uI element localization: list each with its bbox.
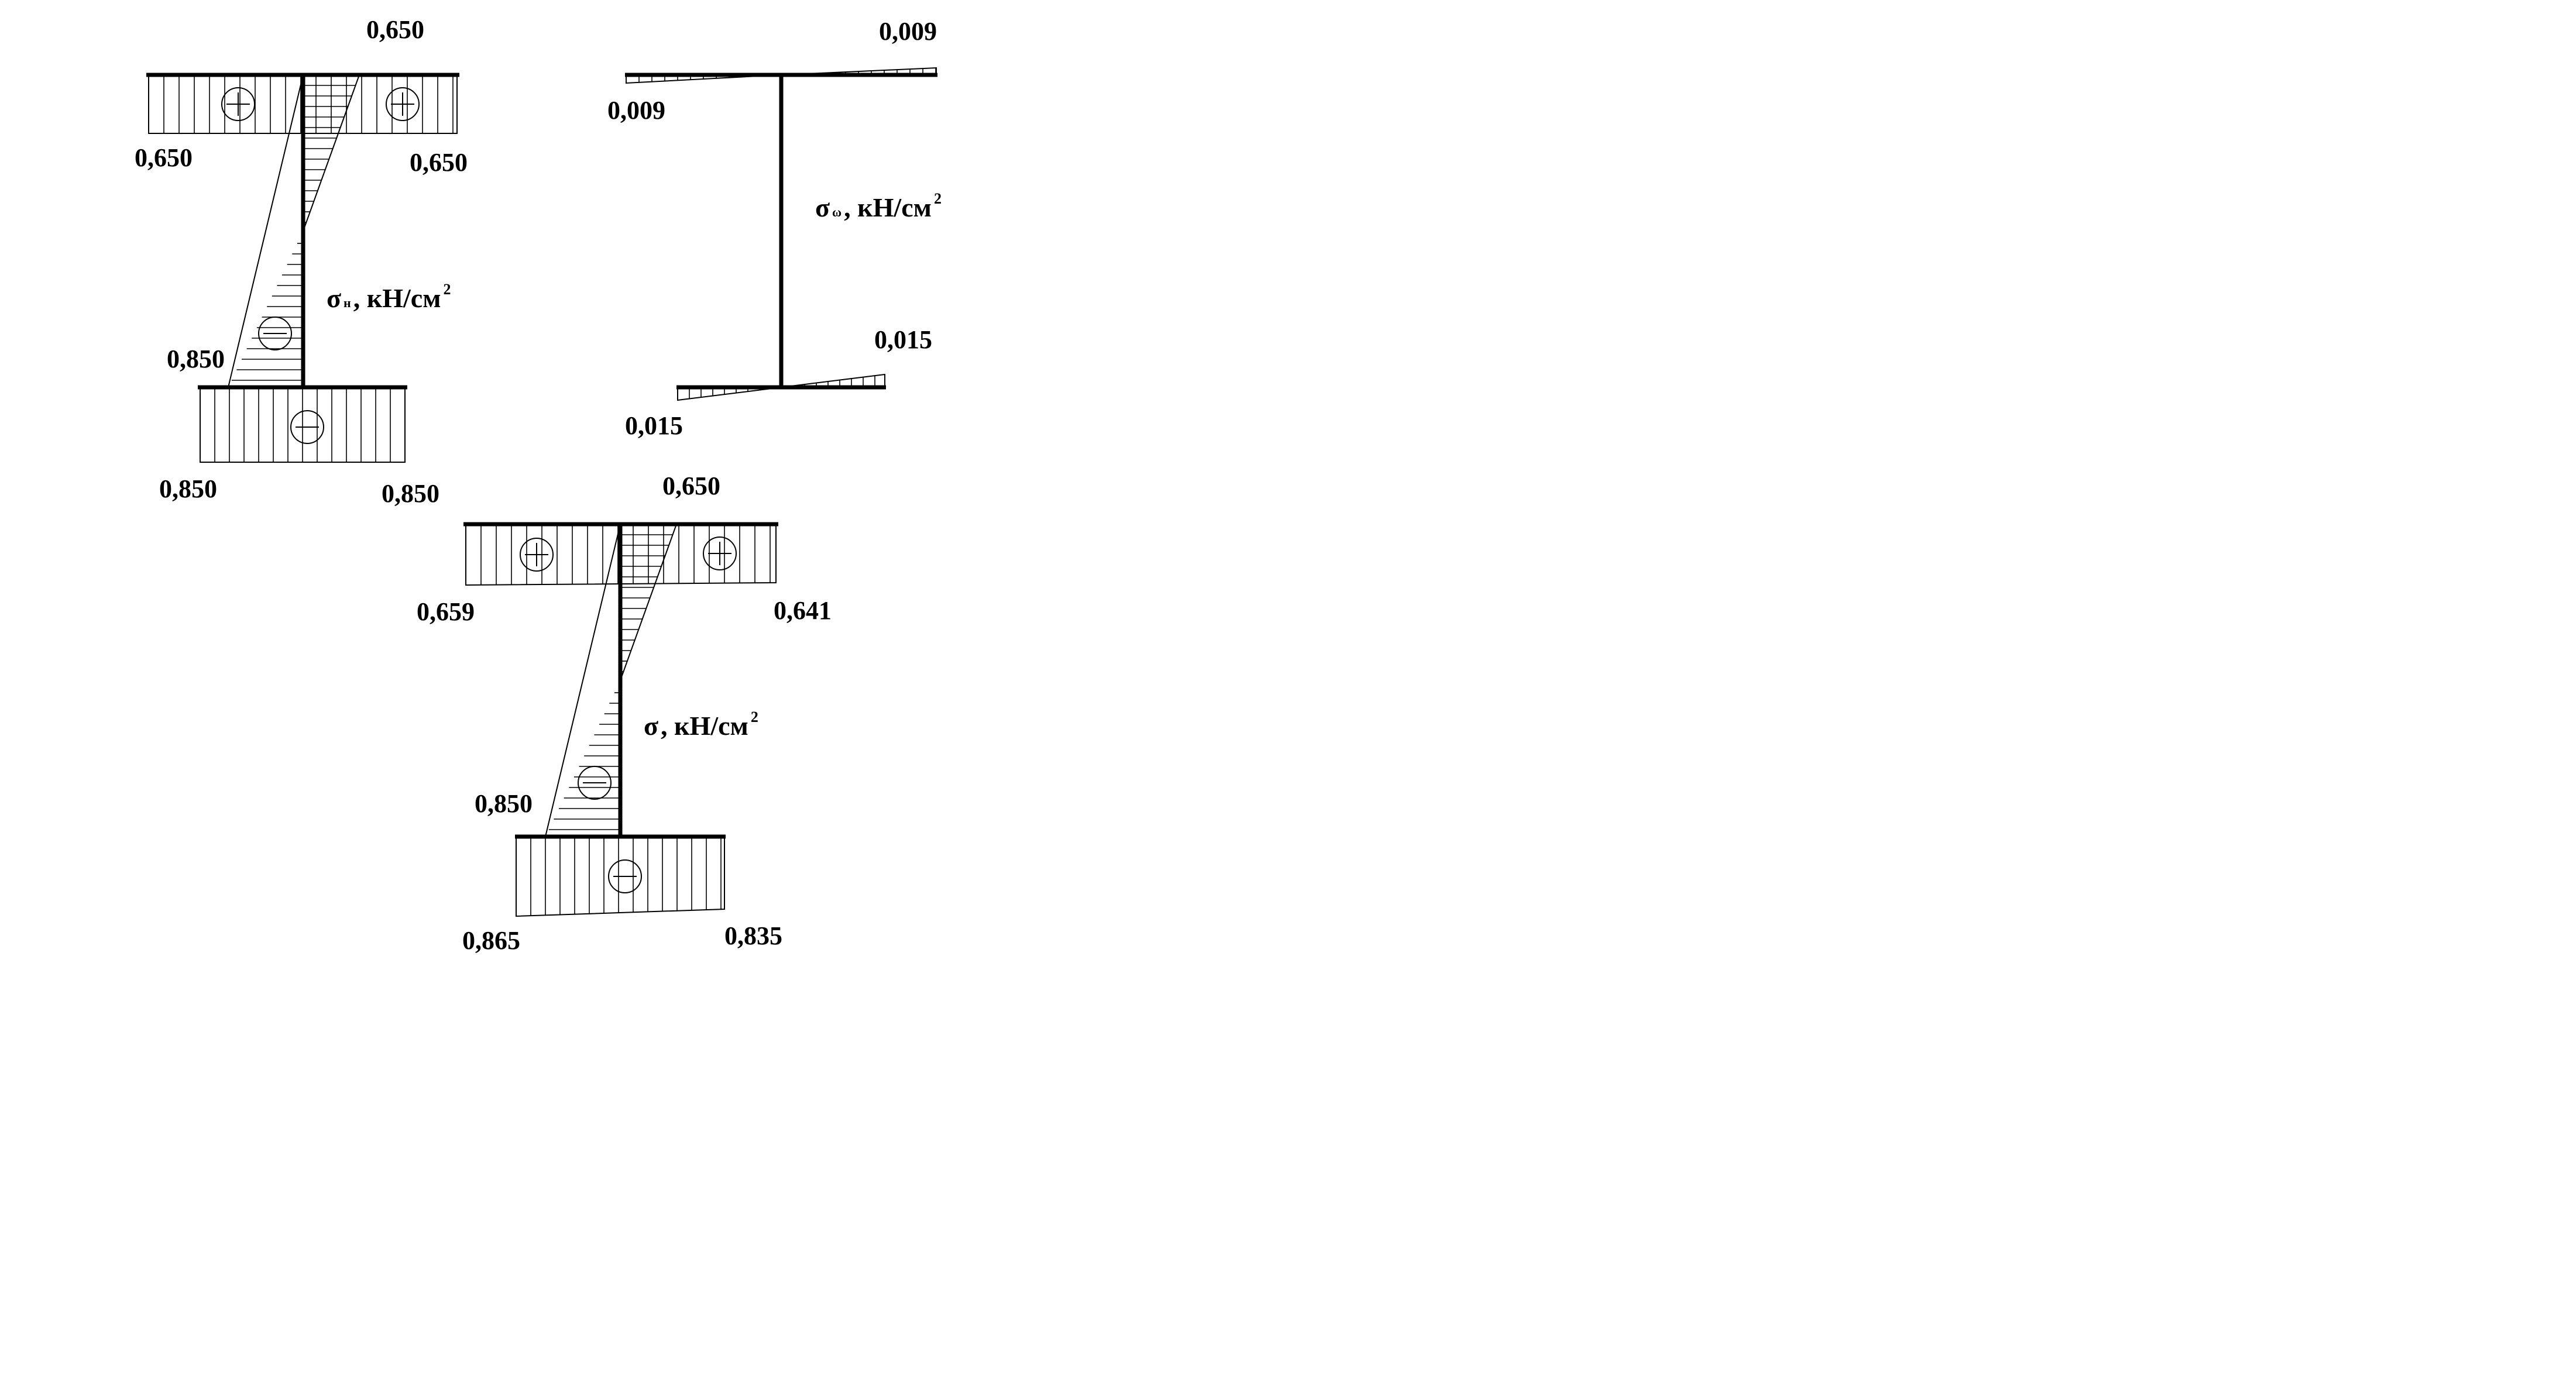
label-subscript: н	[344, 295, 351, 310]
value-top-center: 0,650	[366, 15, 424, 44]
value-bottom-right: 0,835	[724, 921, 782, 950]
label-power: 2	[751, 708, 758, 725]
value-bottom-left: 0,850	[159, 474, 217, 503]
value-top-right: 0,009	[879, 17, 937, 46]
label-symbol: σ	[815, 192, 830, 222]
value-bottom-right: 0,850	[382, 479, 439, 508]
minus-sign-bottom	[290, 410, 324, 444]
value-bottom-left: 0,015	[625, 411, 683, 440]
stress-label: σ н , кН/см 2	[327, 281, 451, 313]
diagram-sigma-omega: 0,009 0,009 0,015 0,015 σ ω , кН/см 2	[607, 17, 942, 440]
web-epure	[227, 74, 360, 388]
web-epure	[544, 524, 678, 837]
label-symbol: σ	[644, 711, 658, 741]
label-unit: , кН/см	[661, 711, 748, 741]
value-top-right: 0,650	[410, 148, 468, 177]
diagram-sigma-total: 0,650 0,659 0,641 0,850 0,865 0,835 σ , …	[417, 472, 832, 955]
label-power: 2	[444, 281, 451, 298]
value-top-left: 0,659	[417, 597, 475, 626]
plus-sign-right	[703, 536, 737, 570]
value-web-bottom: 0,850	[167, 345, 225, 373]
value-top-left: 0,009	[607, 96, 665, 125]
minus-sign-bottom	[608, 859, 642, 893]
label-unit: , кН/см	[844, 192, 932, 222]
plus-sign-left	[221, 87, 255, 121]
diagram-sigma-n: 0,650 0,650 0,650 0,850 0,850 0,850 σ н …	[135, 15, 468, 508]
stress-label: σ ω , кН/см 2	[815, 190, 942, 222]
value-top-center: 0,650	[662, 472, 720, 500]
label-power: 2	[934, 190, 942, 207]
minus-sign-web	[578, 766, 612, 800]
hatching	[163, 75, 454, 462]
value-web-bottom: 0,850	[475, 789, 533, 818]
label-symbol: σ	[327, 283, 341, 313]
plus-sign-right	[386, 87, 420, 121]
value-bottom-left: 0,865	[462, 926, 520, 955]
stress-label: σ , кН/см 2	[644, 708, 758, 741]
value-top-left: 0,650	[135, 143, 193, 172]
value-top-right: 0,641	[774, 596, 832, 625]
label-unit: , кН/см	[353, 283, 441, 313]
minus-sign-web	[258, 317, 292, 350]
label-subscript: ω	[832, 205, 842, 219]
value-bottom-right: 0,015	[874, 325, 932, 354]
plus-sign-left	[520, 538, 554, 572]
